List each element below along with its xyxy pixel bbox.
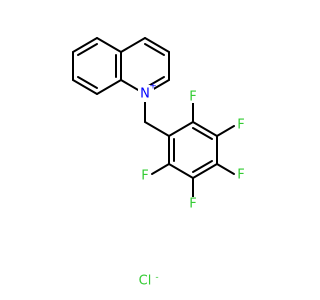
- bond: [192, 160, 213, 173]
- fluorine-bottom-label: F: [189, 197, 196, 212]
- bond: [96, 37, 122, 53]
- label-background: [187, 89, 199, 103]
- bond: [144, 121, 170, 137]
- nitrogen-atom-label: N: [140, 87, 150, 102]
- fluorine-left-label: F: [141, 169, 148, 184]
- fluorine-lower-right-label: F: [237, 168, 244, 183]
- bond: [96, 79, 122, 95]
- bond: [192, 121, 218, 137]
- label-background: [138, 85, 154, 102]
- atom-labels: N + F F F F F Cl -: [138, 82, 248, 289]
- bond: [192, 127, 213, 140]
- bond: [151, 163, 170, 175]
- chloride-charge-label: -: [155, 273, 158, 283]
- bond: [144, 37, 170, 53]
- bond: [77, 76, 98, 89]
- label-background: [139, 168, 151, 182]
- bond: [216, 125, 235, 137]
- bond: [77, 43, 98, 56]
- nitrogen-charge-label: +: [149, 82, 157, 92]
- fluorine-upper-right-label: F: [237, 118, 244, 133]
- bonds: [72, 37, 235, 198]
- bond: [192, 163, 218, 179]
- label-background: [187, 197, 199, 211]
- bond: [168, 121, 194, 137]
- label-background: [236, 168, 248, 182]
- bond: [72, 79, 98, 95]
- bond: [72, 37, 98, 53]
- label-background: [236, 118, 248, 132]
- fluorine-top-label: F: [189, 90, 196, 105]
- chemical-structure: N + F F F F F Cl -: [72, 37, 248, 289]
- bond: [168, 163, 194, 179]
- bond: [120, 37, 146, 53]
- chloride-ion-label: Cl: [139, 274, 152, 289]
- bond: [144, 43, 165, 56]
- bond: [216, 163, 235, 175]
